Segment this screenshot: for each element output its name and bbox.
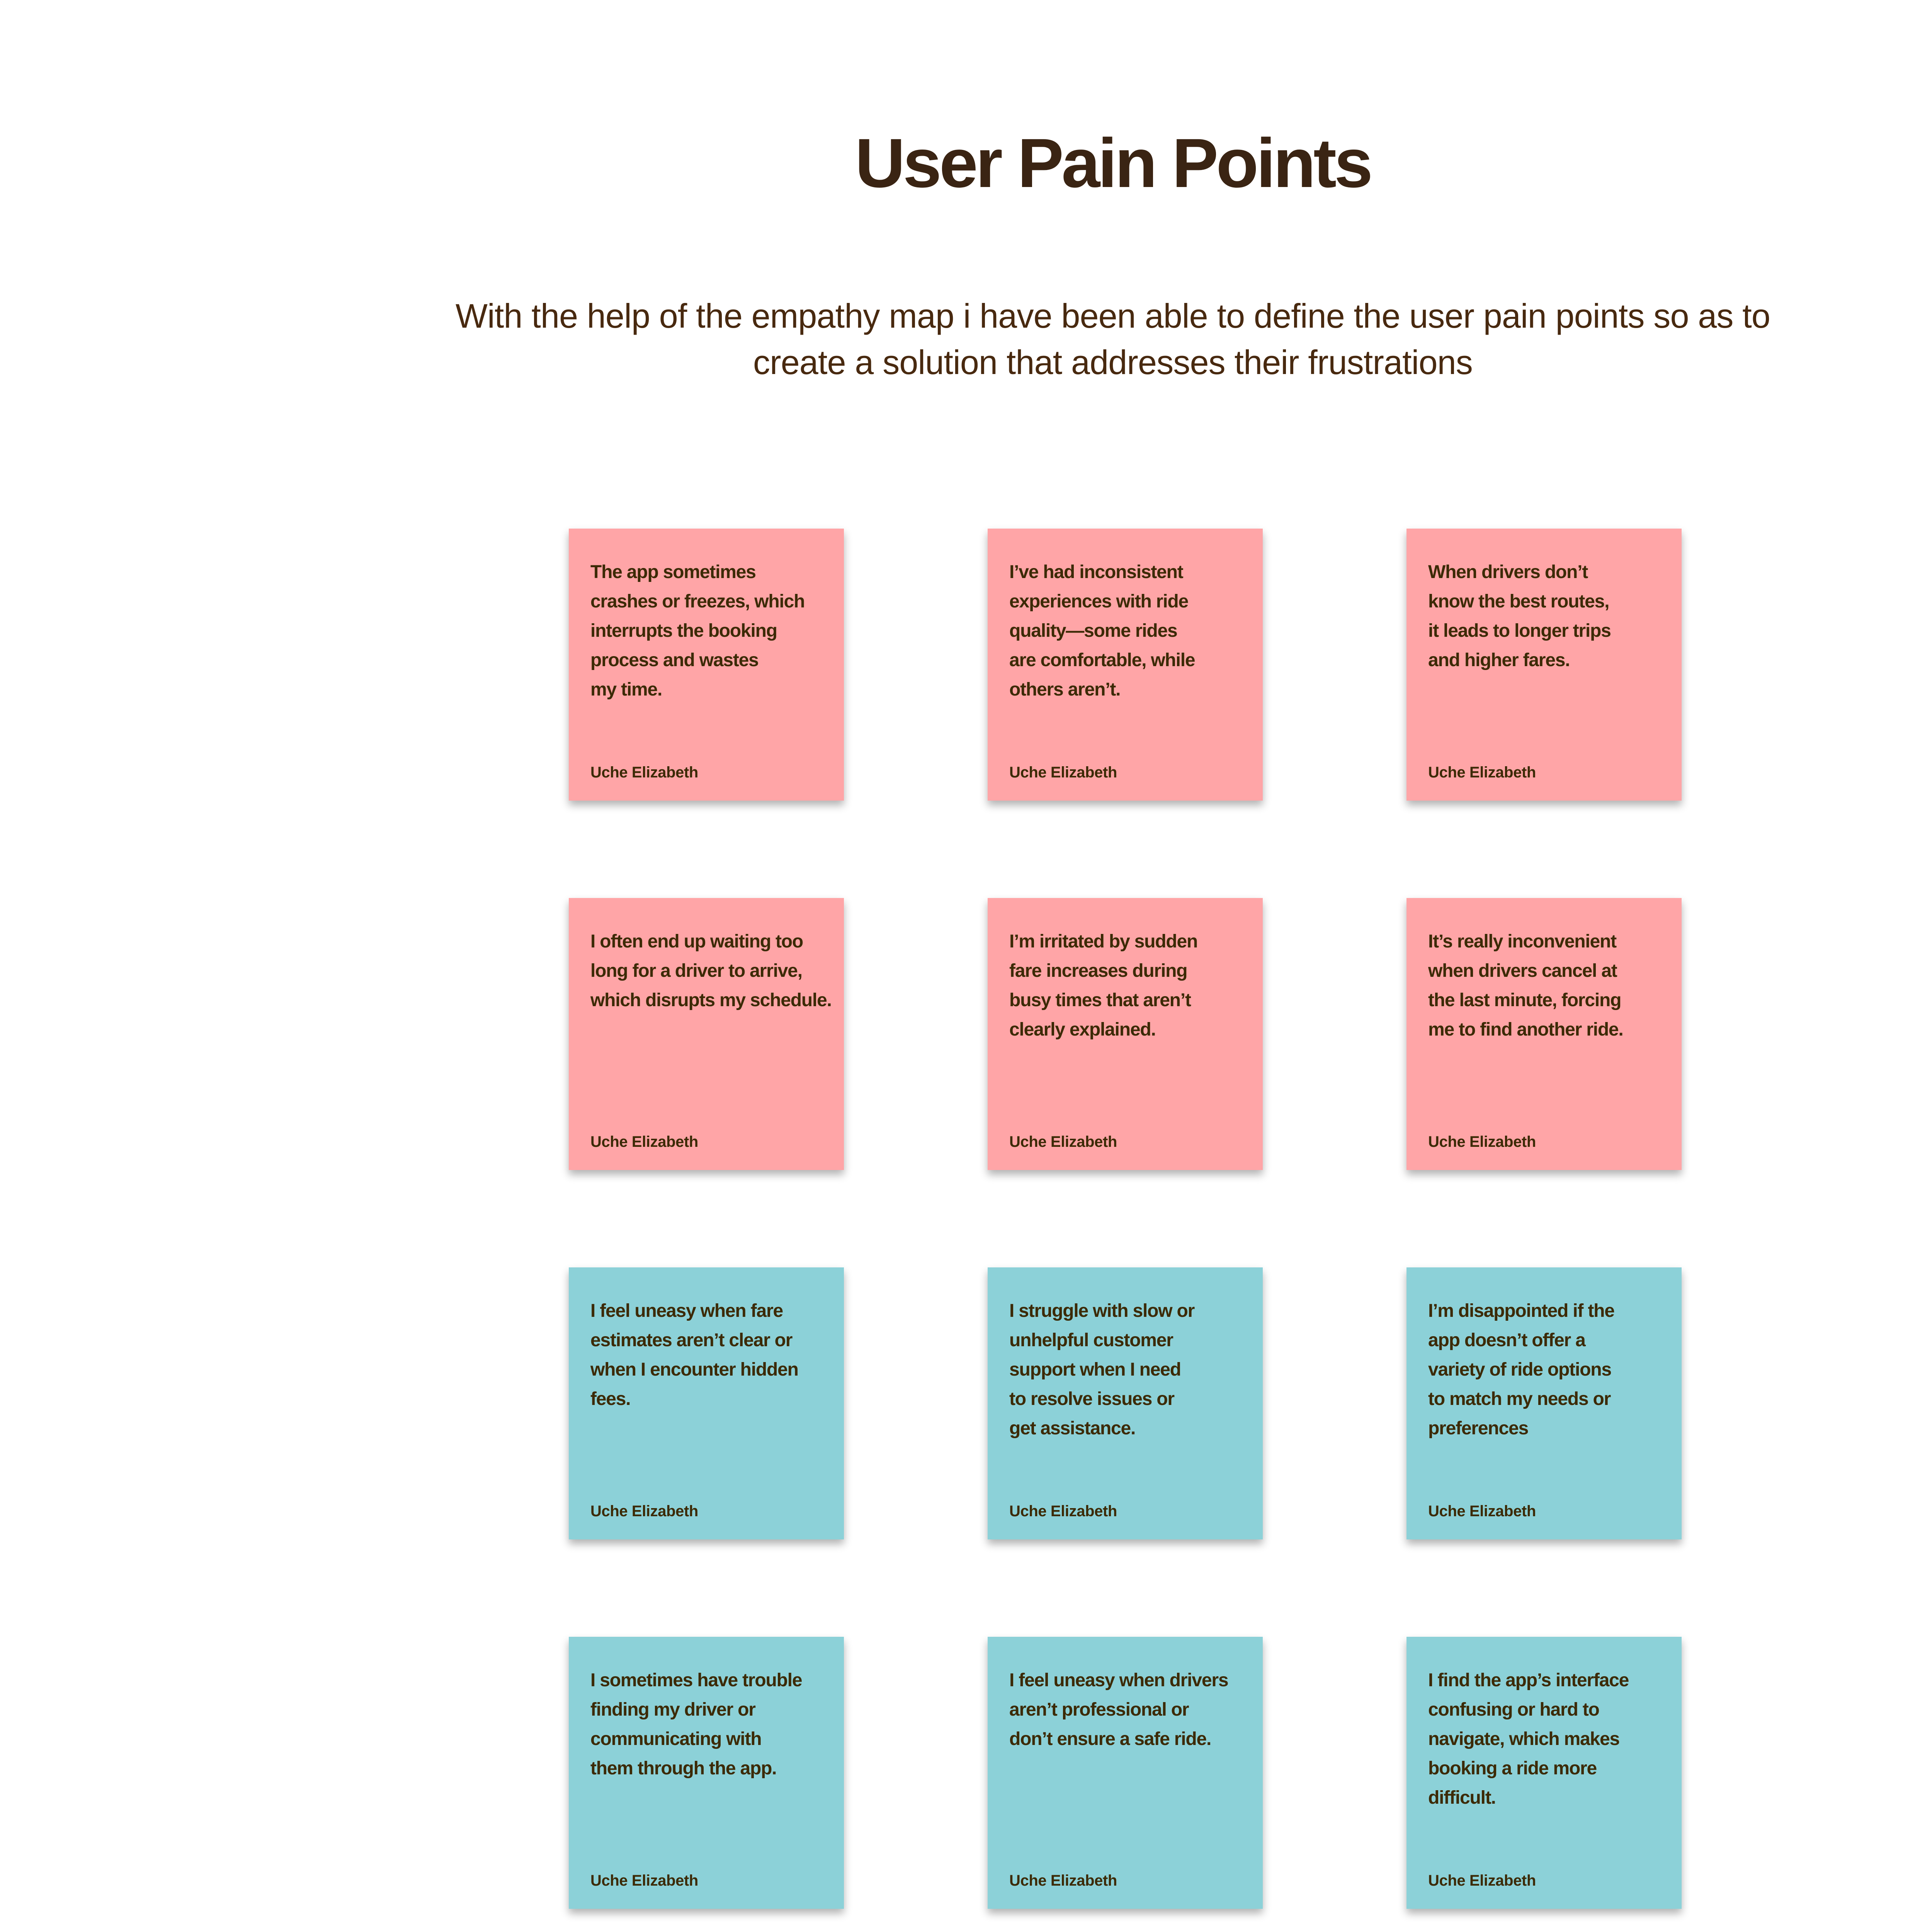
sticky-note[interactable]: The app sometimes crashes or freezes, wh… — [569, 529, 844, 801]
sticky-note[interactable]: I struggle with slow or unhelpful custom… — [988, 1267, 1263, 1539]
note-author: Uche Elizabeth — [1009, 1873, 1117, 1890]
sticky-note[interactable]: I feel uneasy when fare estimates aren’t… — [569, 1267, 844, 1539]
note-text: I’ve had inconsistent experiences with r… — [1009, 561, 1196, 700]
note-author: Uche Elizabeth — [1428, 1134, 1536, 1151]
note-author: Uche Elizabeth — [1009, 765, 1117, 782]
sticky-note[interactable]: I’m irritated by sudden fare increases d… — [988, 898, 1263, 1170]
note-text: When drivers don’t know the best routes,… — [1428, 561, 1611, 671]
notes-grid: The app sometimes crashes or freezes, wh… — [569, 529, 1682, 1909]
note-author: Uche Elizabeth — [1428, 765, 1536, 782]
page-title: User Pain Points — [855, 124, 1373, 202]
sticky-note[interactable]: I sometimes have trouble finding my driv… — [569, 1637, 844, 1909]
note-text: I’m irritated by sudden fare increases d… — [1009, 930, 1198, 1040]
sticky-note[interactable]: I feel uneasy when drivers aren’t profes… — [988, 1637, 1263, 1909]
page-subtitle: With the help of the empathy map i have … — [455, 297, 1770, 382]
note-author: Uche Elizabeth — [1009, 1504, 1117, 1521]
sticky-note[interactable]: When drivers don’t know the best routes,… — [1406, 529, 1682, 801]
sticky-note[interactable]: It’s really inconvenient when drivers ca… — [1406, 898, 1682, 1170]
note-author: Uche Elizabeth — [1428, 1873, 1536, 1890]
sticky-note[interactable]: I find the app’s interface confusing or … — [1406, 1637, 1682, 1909]
note-author: Uche Elizabeth — [590, 1873, 698, 1890]
sticky-note[interactable]: I often end up waiting too long for a dr… — [569, 898, 844, 1170]
note-text: I’m disappointed if the app doesn’t offe… — [1428, 1300, 1615, 1439]
note-text: I find the app’s interface confusing or … — [1428, 1669, 1629, 1808]
note-author: Uche Elizabeth — [590, 1504, 698, 1521]
note-text: The app sometimes crashes or freezes, wh… — [590, 561, 805, 700]
note-text: I feel uneasy when fare estimates aren’t… — [590, 1300, 799, 1410]
sticky-note[interactable]: I’ve had inconsistent experiences with r… — [988, 529, 1263, 801]
sticky-note[interactable]: I’m disappointed if the app doesn’t offe… — [1406, 1267, 1682, 1539]
note-author: Uche Elizabeth — [590, 765, 698, 782]
note-author: Uche Elizabeth — [1009, 1134, 1117, 1151]
note-text: It’s really inconvenient when drivers ca… — [1428, 930, 1624, 1040]
note-text: I often end up waiting too long for a dr… — [590, 930, 832, 1011]
note-text: I feel uneasy when drivers aren’t profes… — [1009, 1669, 1229, 1750]
note-text: I sometimes have trouble finding my driv… — [590, 1669, 803, 1779]
note-author: Uche Elizabeth — [590, 1134, 698, 1151]
note-text: I struggle with slow or unhelpful custom… — [1009, 1300, 1195, 1439]
note-author: Uche Elizabeth — [1428, 1504, 1536, 1521]
